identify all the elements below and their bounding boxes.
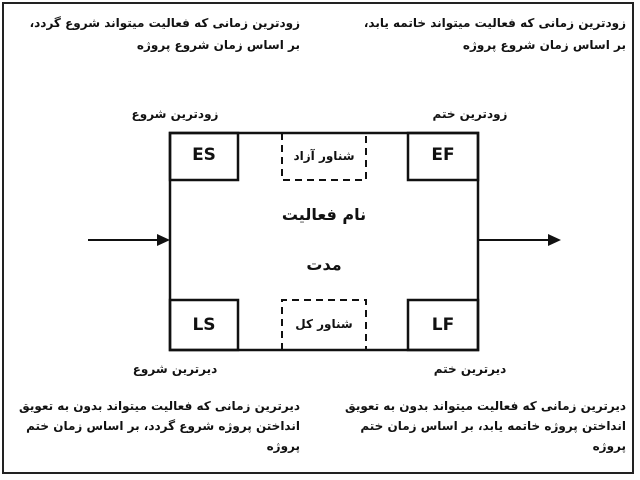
ef-value: EF — [431, 145, 455, 165]
total-float-cell — [281, 299, 367, 350]
es-value: ES — [192, 145, 216, 165]
incoming-arrowhead — [157, 234, 170, 246]
es-description-line-1: زودترین زمانی که فعالیت میتواند شروع گرد… — [29, 16, 300, 30]
free-float-cell — [281, 133, 367, 181]
activity-box — [168, 131, 480, 352]
es-cell — [168, 131, 240, 182]
total-float-label: شناور کل — [295, 317, 353, 331]
ls-description: دیرترین زمانی که فعالیت میتواند بدون به … — [10, 396, 300, 456]
latest-finish-label: دیرترین ختم — [433, 362, 507, 376]
lf-value: LF — [431, 315, 455, 335]
lf-description-line-2: انداختن پروژه خاتمه یابد، بر اساس زمان خ… — [360, 419, 626, 453]
ef-description-line-2: بر اساس زمان شروع پروژه — [462, 38, 626, 52]
es-description-line-2: بر اساس زمان شروع پروژه — [136, 38, 300, 52]
ls-description-line-1: دیرترین زمانی که فعالیت میتواند بدون به … — [19, 399, 300, 413]
ls-description-line-2: انداختن پروژه شروع گردد، بر اساس زمان خت… — [26, 419, 300, 453]
earliest-finish-label: زودترین ختم — [432, 107, 508, 121]
ef-cell — [406, 131, 480, 182]
es-description: زودترین زمانی که فعالیت میتواند شروع گرد… — [10, 12, 300, 56]
ls-cell — [168, 298, 240, 352]
diagram-frame — [2, 2, 634, 474]
outgoing-arrowhead — [548, 234, 561, 246]
latest-start-label: دیرترین شروع — [132, 362, 218, 376]
activity-duration: مدت — [306, 255, 342, 274]
activity-name: نام فعالیت — [281, 205, 367, 224]
lf-description-line-1: دیرترین زمانی که فعالیت میتواند بدون به … — [345, 399, 626, 413]
ef-description: زودترین زمانی که فعالیت میتواند خاتمه یا… — [336, 12, 626, 56]
ef-description-line-1: زودترین زمانی که فعالیت میتواند خاتمه یا… — [363, 16, 626, 30]
ls-value: LS — [192, 315, 216, 335]
free-float-label: شناور آزاد — [293, 149, 355, 163]
earliest-start-label: زودترین شروع — [131, 107, 219, 121]
lf-cell — [406, 298, 480, 352]
lf-description: دیرترین زمانی که فعالیت میتواند بدون به … — [336, 396, 626, 456]
